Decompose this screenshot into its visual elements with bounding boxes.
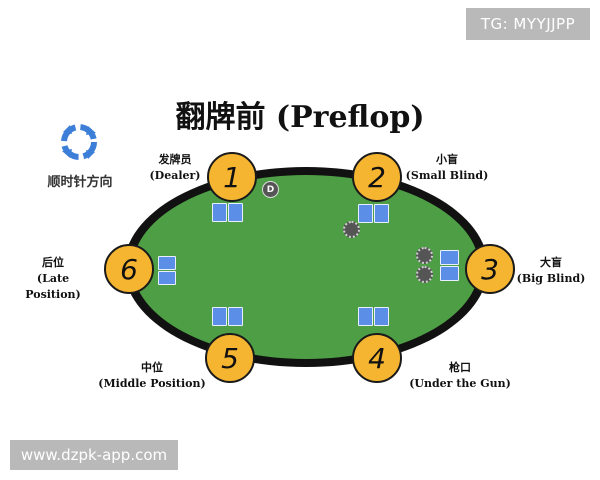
seat-1-en: (Dealer) — [149, 169, 201, 182]
seat-2-en: (Small Blind) — [405, 169, 489, 182]
card — [212, 307, 227, 326]
card — [374, 307, 389, 326]
seat-1-dealer: 1 — [207, 152, 257, 202]
seat-2-label: 小盲 (Small Blind) — [404, 152, 490, 184]
seat-6-en: (Late Position) — [25, 272, 81, 301]
seat-4-label: 枪口 (Under the Gun) — [408, 360, 512, 392]
seat-4-en: (Under the Gun) — [409, 377, 511, 390]
seat-1-zh: 发牌员 — [158, 153, 192, 166]
diagram-title: 翻牌前 (Preflop) — [175, 100, 425, 135]
seat-5-middle-position: 5 — [205, 333, 255, 383]
card — [158, 256, 176, 270]
direction-label: 顺时针方向 — [47, 175, 113, 190]
card — [212, 203, 227, 222]
seat-6-label: 后位 (Late Position) — [10, 255, 96, 303]
telegram-watermark: TG: MYYJJPP — [466, 8, 590, 40]
seat-6-zh: 后位 — [42, 256, 64, 269]
card — [440, 266, 459, 281]
card — [228, 307, 243, 326]
card — [440, 250, 459, 265]
card — [358, 307, 373, 326]
card — [228, 203, 243, 222]
site-watermark: www.dzpk-app.com — [10, 440, 178, 470]
seat-4-under-the-gun: 4 — [352, 333, 402, 383]
blind-chip — [343, 221, 360, 238]
seat-2-small-blind: 2 — [352, 152, 402, 202]
seat-3-zh: 大盲 — [540, 256, 562, 269]
seat-4-zh: 枪口 — [449, 361, 471, 374]
seat-3-big-blind: 3 — [465, 244, 515, 294]
seat-1-label: 发牌员 (Dealer) — [140, 152, 210, 184]
seat-5-label: 中位 (Middle Position) — [96, 360, 208, 392]
blind-chip — [416, 247, 433, 264]
card — [158, 271, 176, 285]
seat-6-late-position: 6 — [104, 244, 154, 294]
dealer-button: D — [262, 181, 279, 198]
seat-2-zh: 小盲 — [436, 153, 458, 166]
seat-3-label: 大盲 (Big Blind) — [512, 255, 590, 287]
blind-chip — [416, 266, 433, 283]
card — [358, 204, 373, 223]
card — [374, 204, 389, 223]
clockwise-arrows-icon — [61, 124, 97, 160]
seat-5-en: (Middle Position) — [98, 377, 206, 390]
seat-5-zh: 中位 — [141, 361, 163, 374]
seat-3-en: (Big Blind) — [516, 272, 586, 285]
